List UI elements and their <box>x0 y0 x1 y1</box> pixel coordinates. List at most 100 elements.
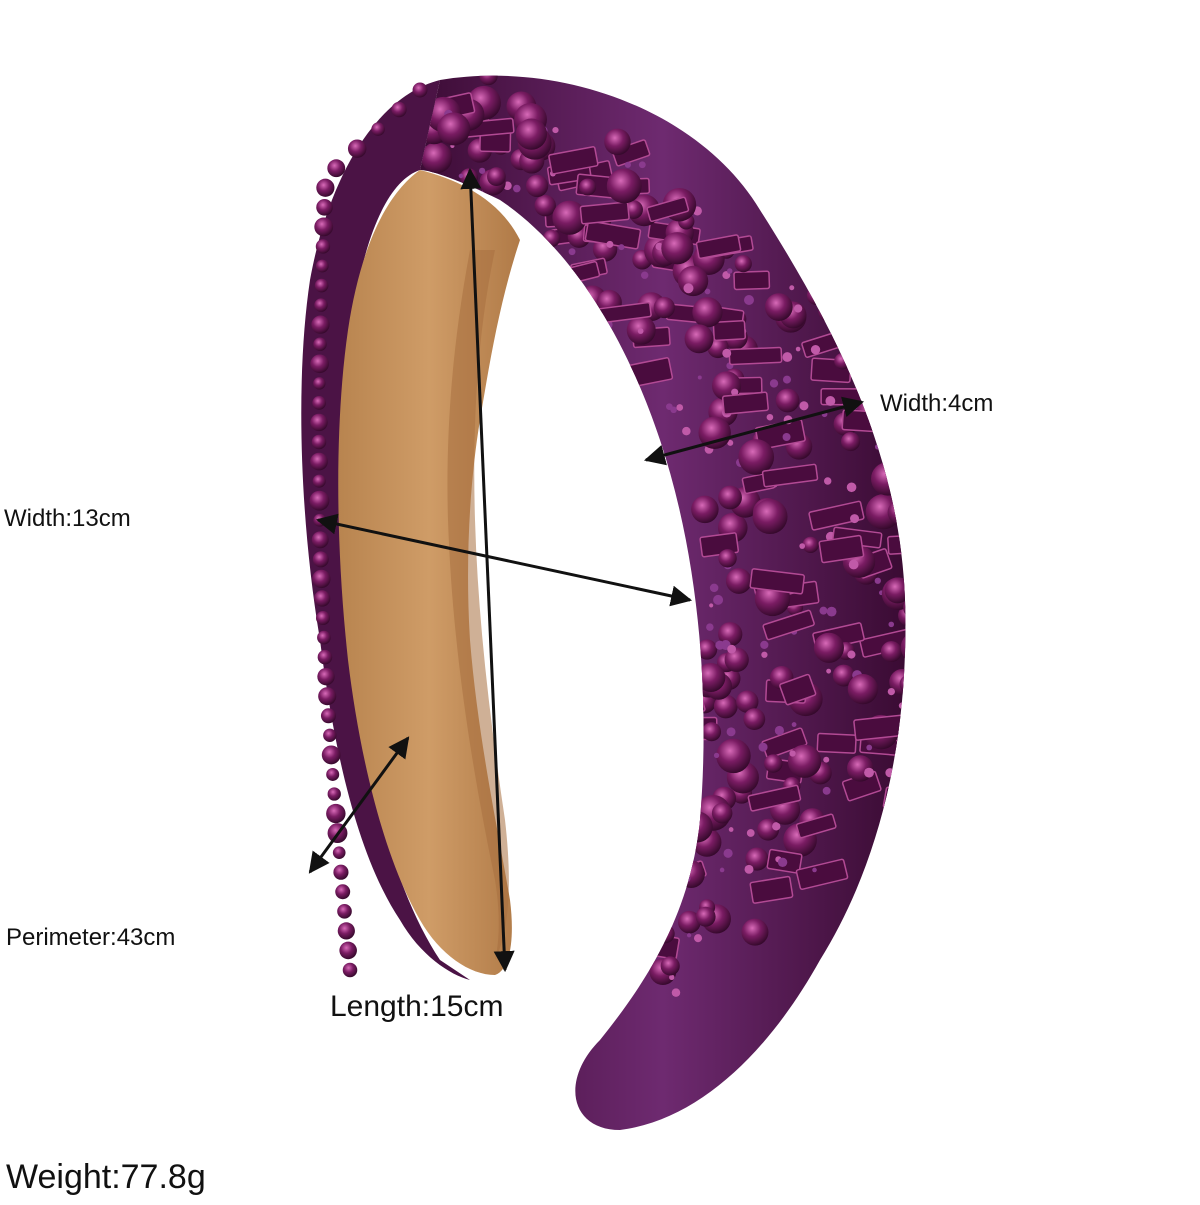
crystal-stone <box>684 324 714 354</box>
crystal-stone <box>341 1052 392 1071</box>
crystal-stone <box>983 599 992 608</box>
crystal-stone <box>309 1113 328 1132</box>
crystal-stone <box>728 827 734 832</box>
crystal-stone <box>567 946 587 965</box>
rim-crystal-stone <box>347 139 367 158</box>
crystal-stone <box>939 481 961 503</box>
crystal-stone <box>486 1035 495 1044</box>
crystal-stone <box>922 597 929 604</box>
crystal-stone <box>892 480 901 490</box>
crystal-stone <box>922 595 942 615</box>
crystal-stone <box>660 956 680 976</box>
crystal-stone <box>659 907 669 917</box>
crystal-stone <box>779 673 817 706</box>
crystal-stone <box>724 647 749 672</box>
crystal-stone <box>813 632 844 663</box>
crystal-stone <box>922 624 968 645</box>
crystal-stone <box>782 352 793 362</box>
rim-crystal-stone <box>309 490 330 511</box>
crystal-stone <box>614 859 623 868</box>
crystal-stone <box>894 743 906 779</box>
crystal-stone <box>631 829 638 835</box>
crystal-stone <box>935 622 964 651</box>
crystal-stone <box>491 1059 527 1096</box>
crystal-stone <box>769 379 779 388</box>
crystal-stone <box>426 1054 436 1064</box>
crystal-stone <box>691 495 719 524</box>
crystal-stone <box>644 958 649 964</box>
crystal-stone <box>706 623 714 631</box>
crystal-stone <box>963 603 989 629</box>
crystal-stone <box>420 1067 433 1091</box>
crystal-stone <box>649 865 674 891</box>
rim-crystal-stone <box>391 101 407 118</box>
crystal-stone <box>676 404 684 411</box>
rim-crystal-stone <box>311 434 327 450</box>
rim-crystal-stone <box>311 531 329 549</box>
crystal-stone <box>652 786 688 809</box>
crystal-stone <box>758 742 768 752</box>
crystal-stone <box>847 673 879 705</box>
crystal-stone <box>772 822 781 831</box>
crystal-stone <box>420 1049 427 1082</box>
crystal-stone <box>548 1011 555 1019</box>
crystal-stone <box>661 232 694 265</box>
rim-crystal-stone <box>321 745 341 765</box>
crystal-stone <box>903 729 906 756</box>
rim-crystal-stone <box>317 667 335 686</box>
crystal-stone <box>887 687 895 696</box>
crystal-stone <box>766 413 774 421</box>
crystal-stone <box>594 875 600 881</box>
crystal-stone <box>970 586 974 590</box>
weight-label: Weight:77.8g <box>6 1158 206 1196</box>
crystal-stone <box>752 499 788 535</box>
crystal-stone <box>593 903 641 927</box>
rim-crystal-stone <box>313 337 327 351</box>
crystal-stone <box>921 501 928 508</box>
crystal-stone <box>385 1037 392 1044</box>
crystal-stone <box>787 744 822 778</box>
crystal-stone <box>479 75 498 86</box>
crystal-stone <box>898 452 906 485</box>
crystal-stone <box>420 1087 453 1114</box>
crystal-stone <box>618 244 625 251</box>
crystal-stone <box>949 644 956 651</box>
crystal-stone <box>623 907 650 934</box>
crystal-stone <box>362 1112 395 1145</box>
rim-crystal-stone <box>311 315 330 334</box>
rim-crystal-stone <box>312 396 326 410</box>
crystal-stone <box>917 512 927 522</box>
crystal-stone <box>825 396 836 406</box>
crystal-stone <box>554 951 573 970</box>
crystal-stone <box>774 725 785 736</box>
crystal-stone <box>795 858 849 891</box>
crystal-stone <box>669 814 696 841</box>
rim-crystal-stone <box>342 962 358 978</box>
crystal-stone <box>527 907 581 934</box>
rim-crystal-stone <box>315 239 331 254</box>
crystal-stone <box>411 1077 416 1082</box>
crystal-stone <box>799 401 809 411</box>
crystal-stone <box>903 596 906 619</box>
crystal-stone <box>791 722 797 727</box>
crystal-stone <box>368 1069 404 1105</box>
rim-crystal-stone <box>310 354 329 374</box>
crystal-stone <box>677 860 705 889</box>
crystal-stone <box>712 319 747 342</box>
crystal-stone <box>655 791 694 819</box>
crystal-stone <box>685 703 696 714</box>
crystal-stone <box>887 533 906 555</box>
crystal-stone <box>898 702 906 709</box>
crystal-stone <box>607 883 634 909</box>
crystal-stone <box>420 1035 443 1067</box>
crystal-stone <box>900 631 906 664</box>
crystal-stone <box>420 1061 421 1085</box>
crystal-stone <box>822 786 831 795</box>
crystal-stone <box>920 474 955 509</box>
crystal-stone <box>946 501 972 527</box>
crystal-stone <box>624 826 632 833</box>
rim-crystal-stone <box>312 474 326 488</box>
rim-crystal-stone <box>337 922 355 940</box>
rim-crystal-stone <box>323 728 337 743</box>
crystal-stone <box>647 892 655 900</box>
